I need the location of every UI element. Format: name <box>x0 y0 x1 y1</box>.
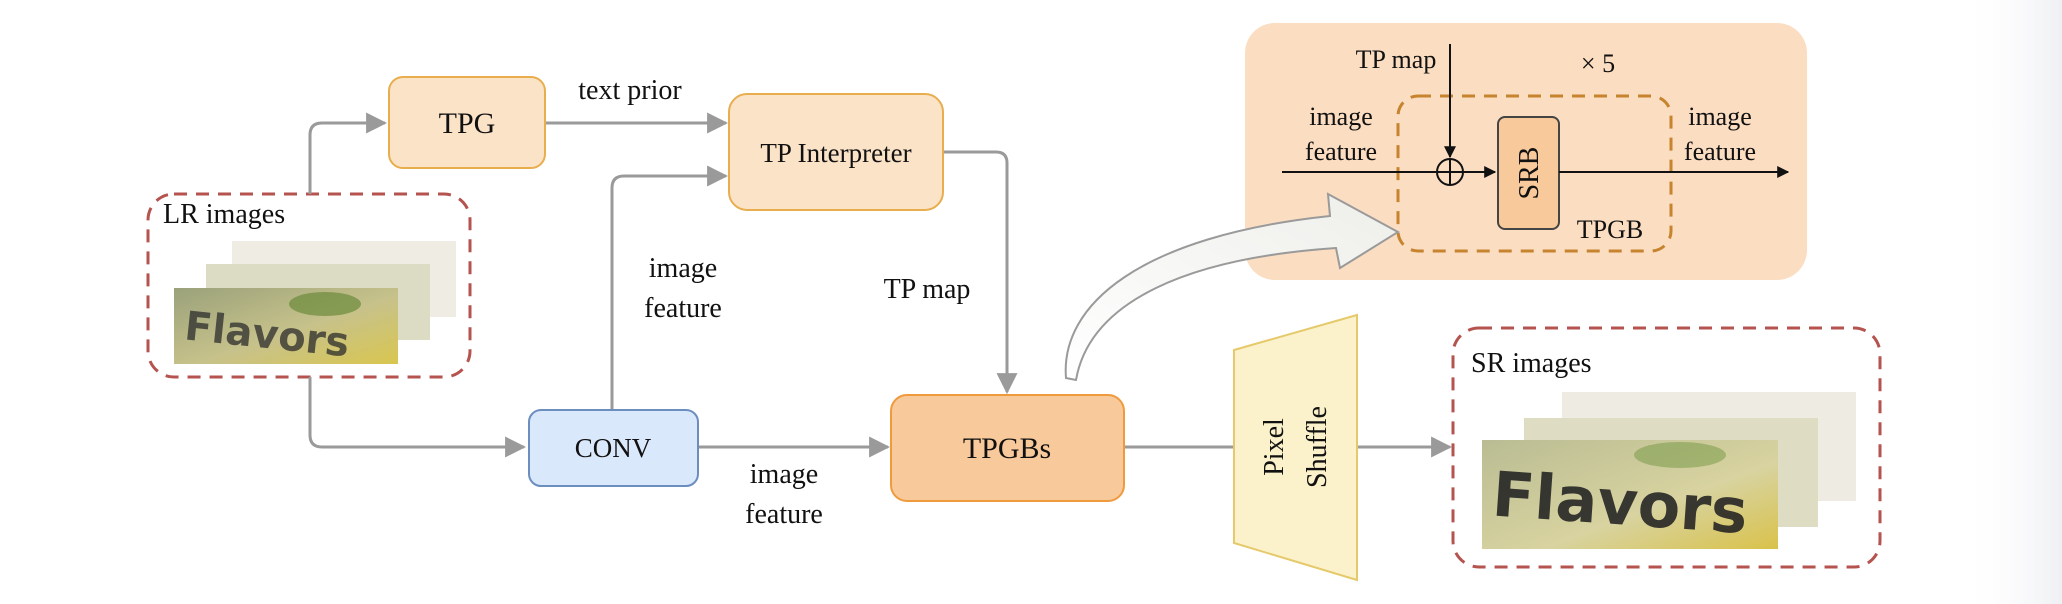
pixel-shuffle-block <box>1233 313 1358 582</box>
conv-block <box>528 409 699 487</box>
inset-output-feature-line1: image <box>1688 102 1752 131</box>
sr-image-front <box>1482 440 1778 549</box>
inset-tpgb-label: TPGB <box>1577 215 1643 244</box>
lr-image-front <box>174 288 398 364</box>
tpgbs-block <box>890 394 1125 502</box>
zoom-curved-arrow <box>1064 192 1400 382</box>
lr-to-conv-arrow <box>308 377 527 458</box>
image-feature-bottom-line2: feature <box>745 499 823 530</box>
text-prior-label: text prior <box>578 75 682 106</box>
sr-images-dashed-box <box>1451 326 1882 569</box>
tpgb-dashed-box <box>1396 94 1673 253</box>
inset-input-feature-line2: feature <box>1305 137 1377 166</box>
sr-images-label: SR images <box>1471 348 1592 379</box>
pixel-shuffle-line1: Pixel <box>1259 418 1290 476</box>
pixel-shuffle-line2: Shuffle <box>1302 406 1333 488</box>
interpreter-to-tpgbs-arrow <box>944 150 1018 395</box>
inset-tp-map-label: TP map <box>1356 45 1437 74</box>
image-feature-bottom-line1: image <box>750 459 818 490</box>
sr-image-word: Flavors <box>1490 457 1750 548</box>
conv-to-interpreter-arrow <box>610 165 729 410</box>
inset-repeat-label: × 5 <box>1581 49 1615 78</box>
edge-fade <box>1960 0 2062 604</box>
image-feature-vertical-line1: image <box>649 253 717 284</box>
conv-label: CONV <box>575 433 652 463</box>
srb-label: SRB <box>1514 147 1545 200</box>
tpgbs-label: TPGBs <box>963 432 1051 465</box>
tpg-block <box>388 76 546 169</box>
tp-interpreter-block <box>728 93 944 211</box>
tp-map-label: TP map <box>884 274 971 305</box>
tp-interpreter-label: TP Interpreter <box>760 138 911 168</box>
lr-to-tpg-arrow <box>308 112 388 194</box>
image-feature-vertical-line2: feature <box>644 293 722 324</box>
inset-output-feature-line2: feature <box>1684 137 1756 166</box>
tpg-label: TPG <box>439 107 496 140</box>
lr-images-label: LR images <box>163 199 285 230</box>
inset-input-feature-line1: image <box>1309 102 1373 131</box>
